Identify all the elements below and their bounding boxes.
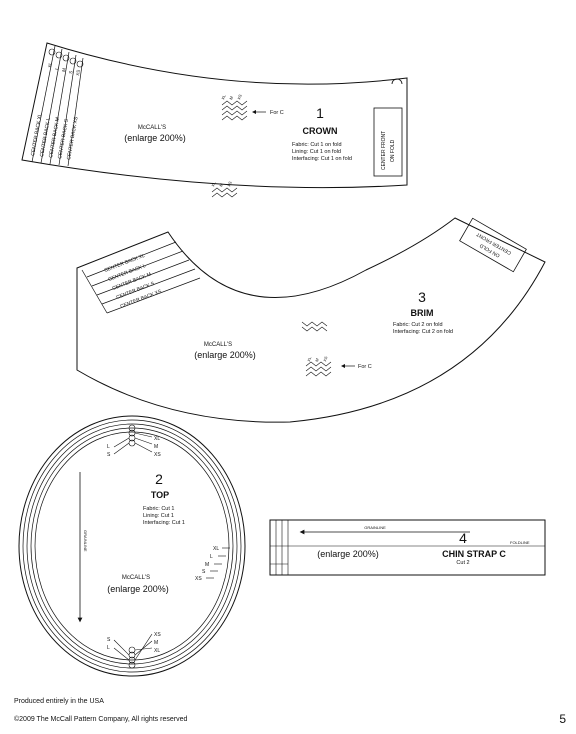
- crown-notch-size: XL: [220, 93, 227, 100]
- brim-number: 3: [418, 289, 426, 305]
- brim-enlarge: (enlarge 200%): [194, 350, 256, 360]
- crown-interfacing: Interfacing: Cut 1 on fold: [292, 156, 352, 162]
- top-size-label: S: [107, 452, 111, 458]
- brim-piece: CENTER BACK XL CENTER BACK L CENTER BACK…: [76, 217, 546, 423]
- crown-notch-size: M: [228, 95, 234, 100]
- top-size-label: L: [107, 645, 110, 651]
- brim-notch-size: M: [314, 358, 320, 363]
- brim-notch-size: XS: [322, 355, 328, 362]
- brim-brand: McCALL'S: [204, 342, 232, 348]
- top-outline: [18, 415, 246, 677]
- crown-enlarge: (enlarge 200%): [124, 133, 186, 143]
- top-side-size: L: [210, 554, 213, 560]
- top-size-label: XL: [154, 648, 160, 654]
- chin-strap-grainline-label: GRAINLINE: [364, 525, 386, 530]
- crown-center-front-label: CENTER FRONT: [381, 131, 387, 170]
- brim-fabric: Fabric: Cut 2 on fold: [393, 322, 443, 328]
- chin-strap-cut: Cut 2: [456, 560, 469, 566]
- crown-size-label: XS: [75, 69, 81, 76]
- crown-name: CROWN: [303, 126, 338, 136]
- crown-notch-size: XS: [226, 180, 233, 187]
- top-size-label: L: [107, 444, 110, 450]
- chin-strap-piece: GRAINLINE FOLDLINE 4 CHIN STRAP C Cut 2 …: [269, 519, 546, 576]
- chin-strap-foldline-label: FOLDLINE: [510, 540, 530, 545]
- crown-size-label: M: [61, 67, 67, 72]
- top-side-size: S: [202, 569, 206, 575]
- crown-center-front-box: [373, 107, 403, 177]
- top-interfacing: Interfacing: Cut 1: [143, 520, 185, 526]
- brim-outline: [76, 217, 546, 423]
- top-side-size: XL: [213, 546, 219, 552]
- top-number: 2: [155, 471, 163, 487]
- crown-notch-size: XL: [210, 180, 217, 187]
- top-size-label: XS: [154, 632, 161, 638]
- top-side-size: M: [205, 562, 209, 568]
- brim-interfacing: Interfacing: Cut 2 on fold: [393, 329, 453, 335]
- brim-name: BRIM: [411, 308, 434, 318]
- crown-outline: [21, 42, 408, 189]
- top-name: TOP: [151, 490, 169, 500]
- top-fabric: Fabric: Cut 1: [143, 506, 174, 512]
- brim-for-c-label: For C: [358, 364, 372, 370]
- top-grainline-label: GRAINLINE: [83, 530, 88, 552]
- top-size-label: M: [154, 640, 158, 646]
- crown-notch-size: XS: [236, 93, 243, 100]
- crown-brand: McCALL'S: [138, 125, 166, 131]
- crown-size-label: L: [54, 66, 59, 70]
- crown-for-c-label: For C: [270, 110, 284, 116]
- chin-strap-outline: [269, 519, 546, 576]
- crown-piece: XL L M S XS CENTER BACK XL CENTER BACK L…: [21, 42, 408, 198]
- chin-strap-enlarge: (enlarge 200%): [317, 549, 379, 559]
- footer-copyright: ©2009 The McCall Pattern Company, All ri…: [14, 716, 188, 723]
- top-brand: McCALL'S: [122, 575, 150, 581]
- crown-center-front-label: ON FOLD: [390, 139, 396, 162]
- crown-notch-size: M: [218, 182, 224, 187]
- top-size-label: XS: [154, 452, 161, 458]
- crown-size-label: XL: [47, 61, 53, 68]
- top-side-size: XS: [195, 576, 202, 582]
- chin-strap-name: CHIN STRAP C: [442, 549, 506, 559]
- footer-produced: Produced entirely in the USA: [14, 698, 104, 705]
- top-enlarge: (enlarge 200%): [107, 584, 169, 594]
- chin-strap-number: 4: [459, 530, 467, 546]
- top-size-label: S: [107, 637, 111, 643]
- page-number: 5: [559, 712, 566, 726]
- brim-notch-markers: [301, 321, 332, 377]
- brim-center-front-box: [459, 217, 527, 273]
- top-lining: Lining: Cut 1: [143, 513, 174, 519]
- crown-size-label: S: [68, 70, 73, 74]
- brim-notch-size: XL: [306, 355, 312, 362]
- crown-notch-markers: [211, 100, 248, 198]
- crown-number: 1: [316, 105, 324, 121]
- crown-lining: Lining: Cut 1 on fold: [292, 149, 341, 155]
- top-size-label: M: [154, 444, 158, 450]
- crown-fabric: Fabric: Cut 1 on fold: [292, 142, 342, 148]
- top-piece: XL M XS L S XS M XL S L XL L M S XS GRAI…: [18, 415, 246, 677]
- top-size-label: XL: [154, 436, 160, 442]
